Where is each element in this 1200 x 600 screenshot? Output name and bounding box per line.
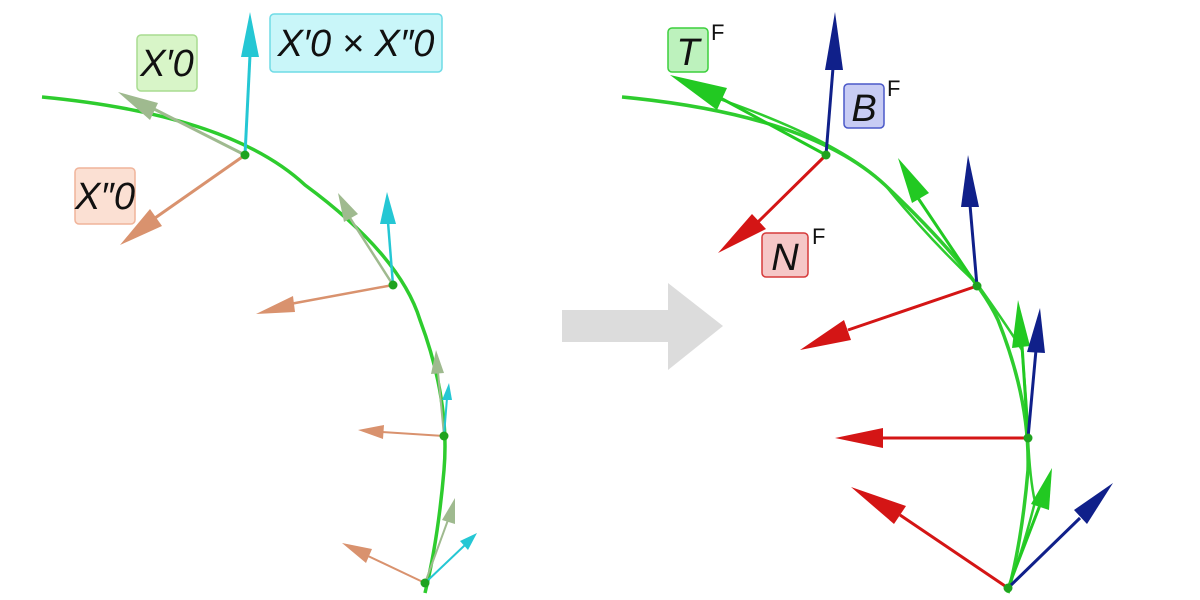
tangent-arrow: [1006, 504, 1042, 589]
cross-product-arrow: [443, 397, 448, 437]
binormal-arrowhead: [961, 155, 979, 207]
right-frame-1: [670, 12, 843, 253]
second-derivative-arrow: [381, 431, 445, 437]
tangent-arrow: [714, 93, 827, 157]
binormal-arrow: [1006, 516, 1082, 590]
cross-product-arrow: [424, 544, 466, 584]
tangent-arrowhead: [1031, 468, 1052, 510]
first-derivative-arrow: [348, 217, 395, 286]
cross-product-arrowhead: [460, 533, 477, 550]
tangent-frame-superscript: F: [711, 20, 724, 45]
second-derivative-arrow: [289, 283, 394, 306]
cross-product-arrowhead: [380, 192, 396, 224]
binormal-arrow: [1026, 349, 1038, 439]
normal-arrow: [899, 513, 1009, 590]
second-derivative-arrow: [154, 153, 246, 220]
label-binormal: B F: [843, 76, 900, 130]
first-derivative-arrowhead: [338, 193, 358, 222]
cross-product-arrow: [386, 221, 395, 286]
second-derivative-arrow: [367, 555, 426, 584]
first-derivative-arrow: [437, 371, 445, 437]
label-normal: N F: [761, 224, 825, 279]
left-frame-4: [342, 498, 477, 588]
tangent-arrowhead: [898, 158, 929, 203]
curve-point: [240, 150, 250, 160]
first-derivative-arrowhead: [118, 92, 158, 120]
binormal-frame-superscript: F: [887, 76, 900, 101]
tangent-label: T: [676, 32, 702, 74]
left-frame-1: [118, 12, 259, 245]
normal-arrow: [756, 153, 828, 224]
first-derivative-arrowhead: [431, 350, 444, 374]
right-frame-2: [800, 155, 982, 350]
label-cross-product: X′0 × X″0: [269, 13, 443, 73]
second-derivative-arrowhead: [358, 425, 384, 439]
second-derivative-label: X″0: [74, 176, 135, 218]
binormal-arrowhead: [1027, 308, 1045, 353]
cross-product-arrow: [243, 54, 252, 156]
binormal-arrowhead: [825, 12, 843, 70]
left-panel: X′0 X″0 X′0 × X″0: [41, 12, 477, 594]
normal-frame-superscript: F: [812, 224, 825, 249]
label-tangent: T F: [667, 20, 724, 74]
curve-point: [821, 150, 831, 160]
binormal-label: B: [851, 88, 876, 130]
left-frame-3: [358, 350, 452, 441]
curve-point: [420, 578, 430, 588]
label-second-derivative: X″0: [74, 167, 136, 225]
cross-product-arrowhead: [442, 383, 452, 400]
cross-product-label: X′0 × X″0: [277, 23, 435, 65]
normal-arrow: [847, 284, 978, 332]
first-derivative-label: X′0: [139, 43, 194, 85]
space-curve-right: [621, 95, 1030, 594]
label-first-derivative: X′0: [136, 34, 198, 92]
first-derivative-arrowhead: [442, 498, 455, 524]
normal-arrowhead: [718, 214, 766, 253]
tangent-arrowhead: [1012, 300, 1030, 348]
space-curve-left: [41, 95, 447, 594]
binormal-arrow: [824, 67, 835, 156]
normal-label: N: [771, 237, 799, 279]
curve-point: [972, 281, 982, 291]
normal-arrowhead: [835, 428, 883, 448]
second-derivative-arrowhead: [342, 543, 372, 563]
second-derivative-arrowhead: [120, 209, 162, 245]
tangent-arrowhead: [670, 75, 727, 110]
right-frame-4: [851, 468, 1113, 593]
transition-arrow: [562, 283, 723, 370]
second-derivative-arrowhead: [256, 296, 295, 314]
curve-point: [1003, 583, 1013, 593]
right-panel: T F B F N F: [621, 12, 1113, 594]
curve-point: [388, 280, 398, 290]
binormal-arrow: [968, 204, 979, 287]
tangent-trace-right: [707, 93, 1037, 589]
right-frame-3: [835, 300, 1045, 448]
cross-product-arrowhead: [241, 12, 259, 57]
tangent-arrow: [916, 197, 979, 287]
curve-point: [439, 431, 449, 441]
binormal-arrowhead: [1074, 483, 1113, 524]
curve-point: [1023, 433, 1033, 443]
first-derivative-arrow: [151, 106, 246, 157]
left-frame-2: [256, 192, 398, 314]
normal-arrowhead: [800, 320, 851, 350]
normal-arrowhead: [851, 487, 906, 524]
tangent-arrow: [1020, 344, 1030, 439]
first-derivative-arrow: [424, 519, 449, 584]
